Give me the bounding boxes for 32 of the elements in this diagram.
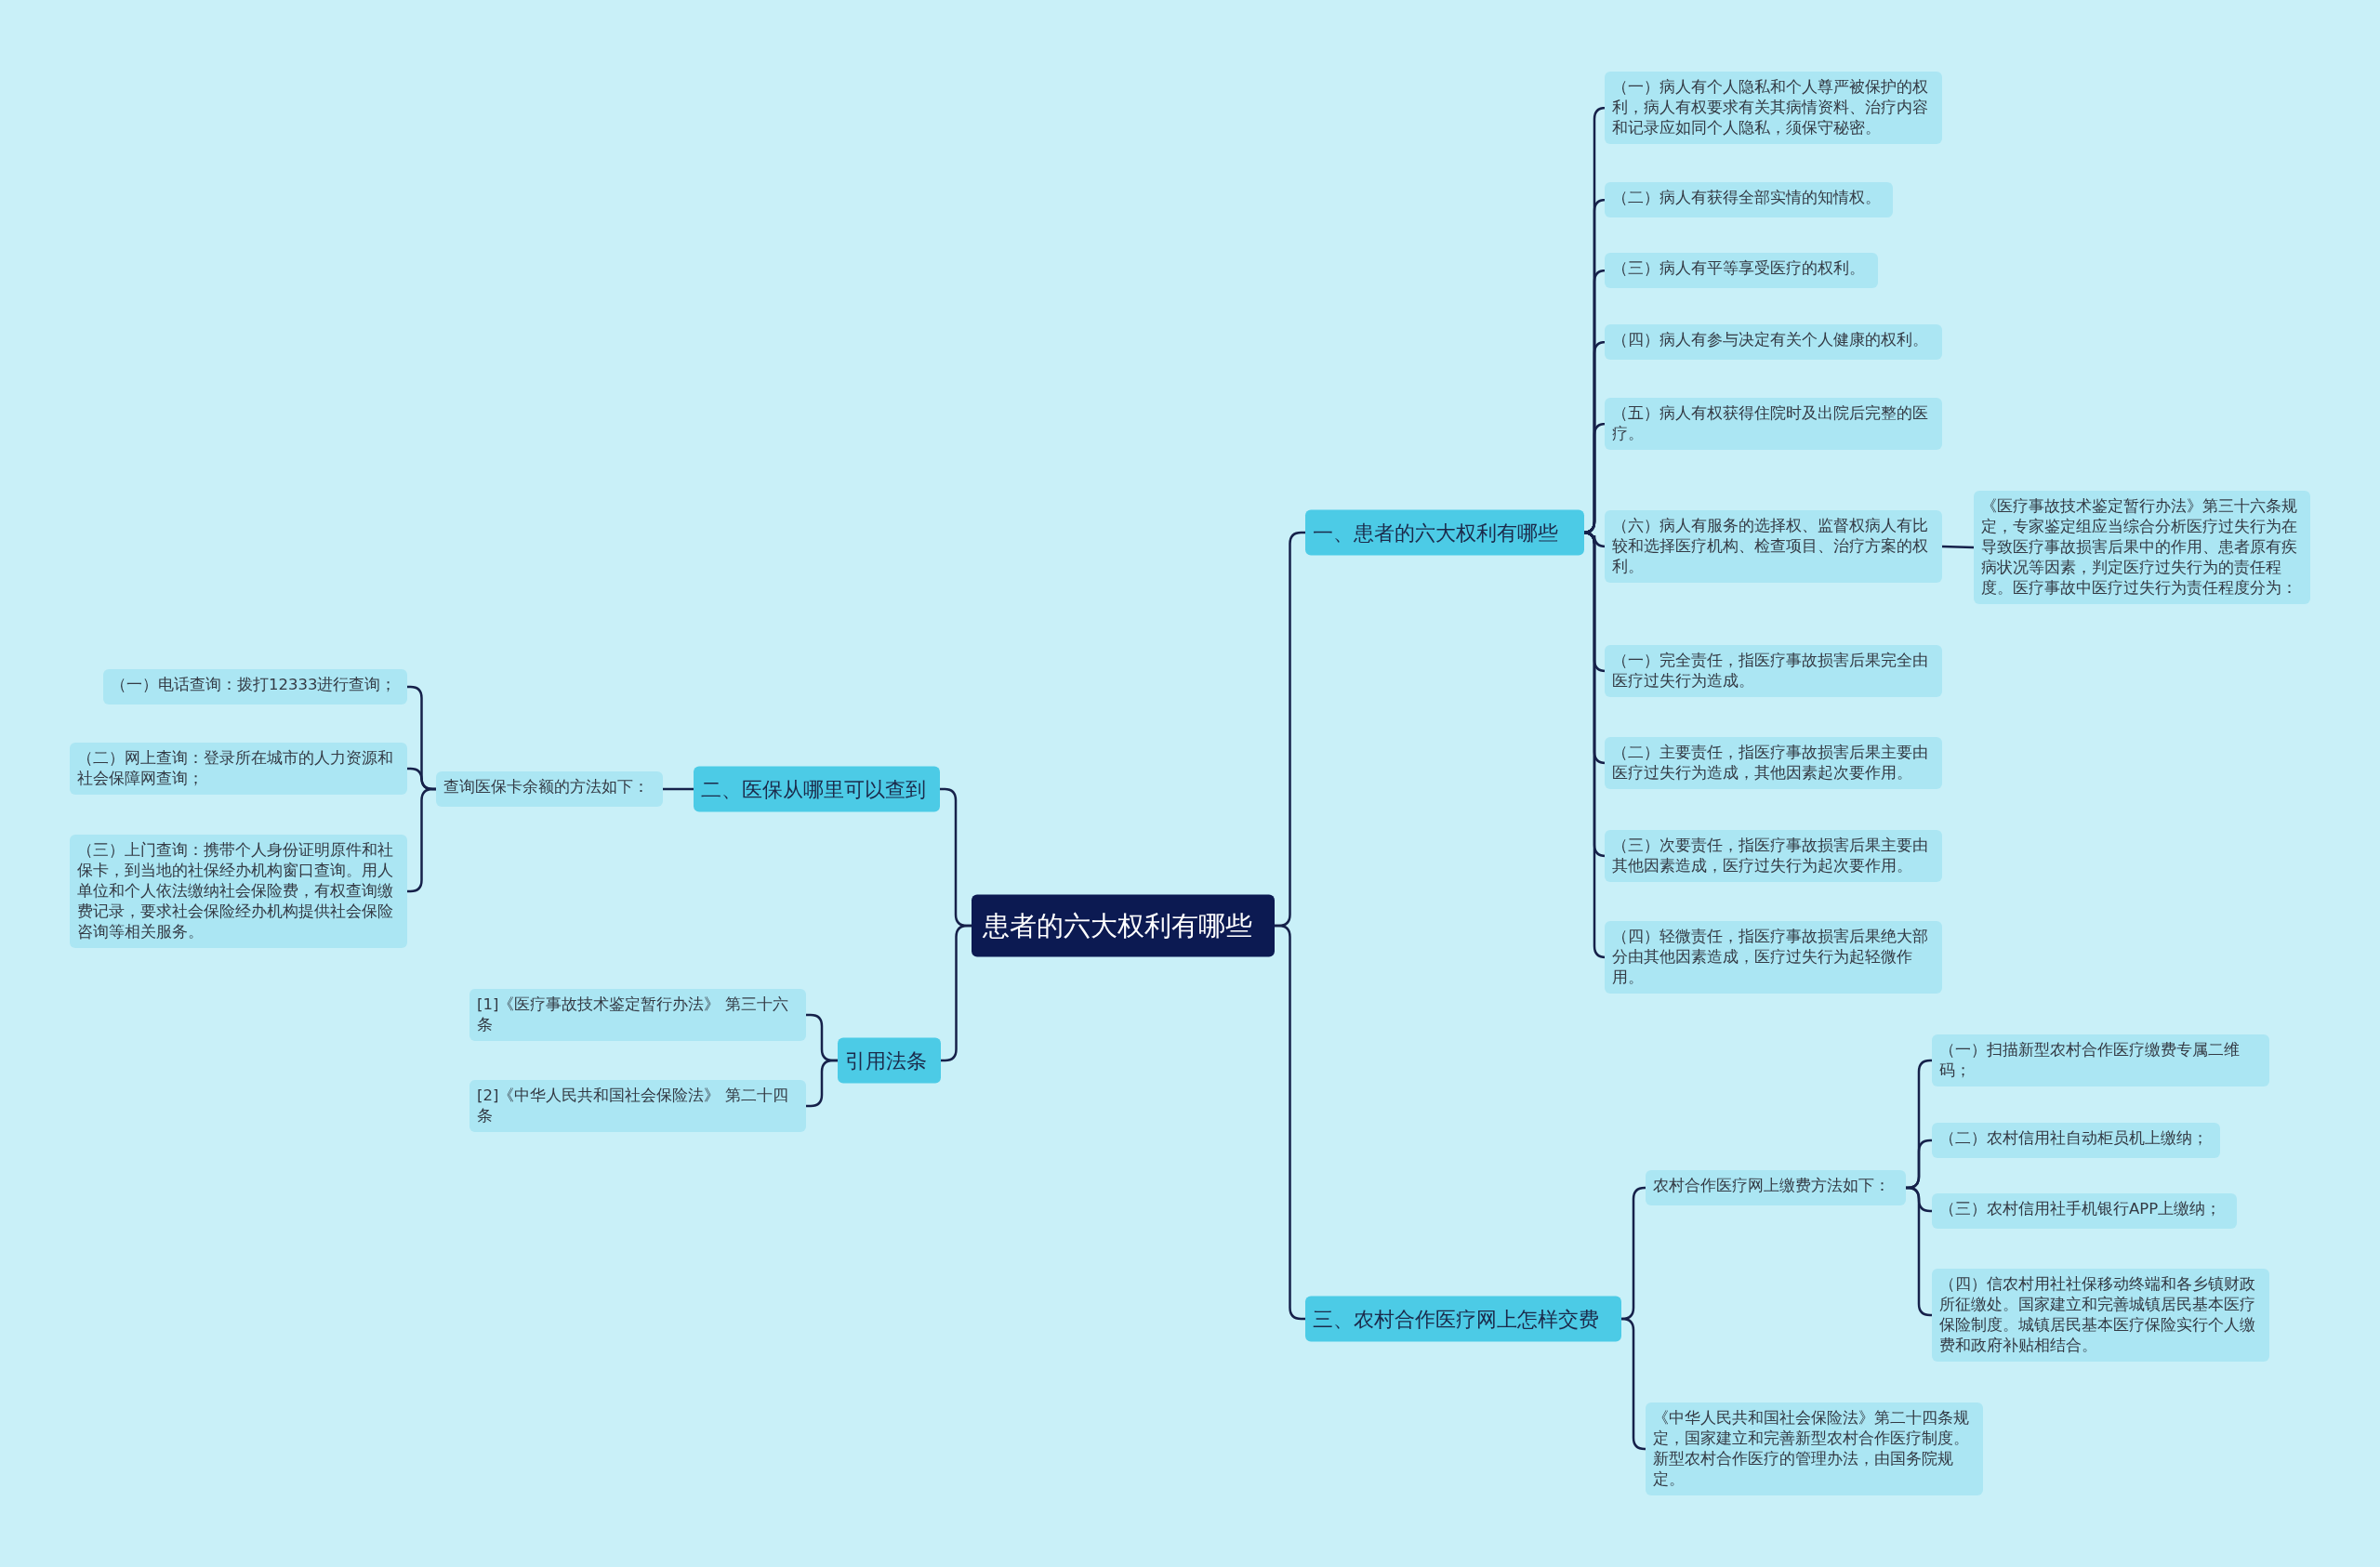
main-topic: 三、农村合作医疗网上怎样交费: [1305, 1296, 1621, 1342]
main-topic: 引用法条: [838, 1037, 941, 1084]
subtopic: （二）病人有获得全部实情的知情权。: [1605, 182, 1893, 217]
subtopic: （三）次要责任，指医疗事故损害后果主要由其他因素造成，医疗过失行为起次要作用。: [1605, 830, 1942, 882]
subtopic: （六）病人有服务的选择权、监督权病人有比较和选择医疗机构、检查项目、治疗方案的权利。: [1605, 510, 1942, 583]
subtopic: （三）上门查询：携带个人身份证明原件和社保卡，到当地的社保经办机构窗口查询。用人单位和个人依法缴纳社会保险费，有权查询缴费记录，要求社会保险经办机构提供社会保险咨询等相关服务。: [70, 835, 407, 948]
subtopic: （三）农村信用社手机银行APP上缴纳；: [1932, 1193, 2237, 1229]
main-topic: 二、医保从哪里可以查到: [694, 766, 940, 812]
subtopic: [2]《中华人民共和国社会保险法》 第二十四条: [469, 1080, 806, 1132]
subtopic: （四）轻微责任，指医疗事故损害后果绝大部分由其他因素造成，医疗过失行为起轻微作用。: [1605, 921, 1942, 994]
subtopic: （一）完全责任，指医疗事故损害后果完全由医疗过失行为造成。: [1605, 645, 1942, 697]
central-topic: 患者的六大权利有哪些: [972, 894, 1275, 957]
subtopic: [1]《医疗事故技术鉴定暂行办法》 第三十六条: [469, 989, 806, 1041]
connector: [1620, 1317, 1646, 1451]
main-topic: 一、患者的六大权利有哪些: [1305, 509, 1584, 556]
subtopic: （一）扫描新型农村合作医疗缴费专属二维码；: [1932, 1034, 2269, 1086]
subtopic: 《医疗事故技术鉴定暂行办法》第三十六条规定，专家鉴定组应当综合分析医疗过失行为在导致医疗事故损害后果中的作用、患者原有疾病状况等因素，判定医疗过失行为的责任程度。医疗事故中医疗过失行为责任程度分为：: [1974, 491, 2310, 604]
subtopic: （五）病人有权获得住院时及出院后完整的医疗。: [1605, 398, 1942, 450]
subtopic: （四）信农村用社社保移动终端和各乡镇财政所征缴处。国家建立和完善城镇居民基本医疗保险制度。城镇居民基本医疗保险实行个人缴费和政府补贴相结合。: [1932, 1269, 2269, 1362]
subtopic: （三）病人有平等享受医疗的权利。: [1605, 253, 1878, 288]
connector: [1941, 545, 1975, 549]
subtopic: （二）农村信用社自动柜员机上缴纳；: [1932, 1123, 2220, 1158]
subtopic: （二）主要责任，指医疗事故损害后果主要由医疗过失行为造成，其他因素起次要作用。: [1605, 737, 1942, 789]
subtopic: （一）病人有个人隐私和个人尊严被保护的权利，病人有权要求有关其病情资料、治疗内容和记录应如同个人隐私，须保守秘密。: [1605, 72, 1942, 144]
subtopic: 《中华人民共和国社会保险法》第二十四条规定，国家建立和完善新型农村合作医疗制度。新型农村合作医疗的管理办法，由国务院规定。: [1646, 1402, 1983, 1495]
subtopic: 查询医保卡余额的方法如下：: [436, 771, 663, 807]
subtopic: （四）病人有参与决定有关个人健康的权利。: [1605, 324, 1942, 360]
connector: [806, 1059, 838, 1108]
subtopic: （二）网上查询：登录所在城市的人力资源和社会保障网查询；: [70, 743, 407, 795]
subtopic: （一）电话查询：拨打12333进行查询；: [103, 669, 407, 704]
subtopic: 农村合作医疗网上缴费方法如下：: [1646, 1170, 1906, 1205]
connector: [663, 787, 694, 791]
